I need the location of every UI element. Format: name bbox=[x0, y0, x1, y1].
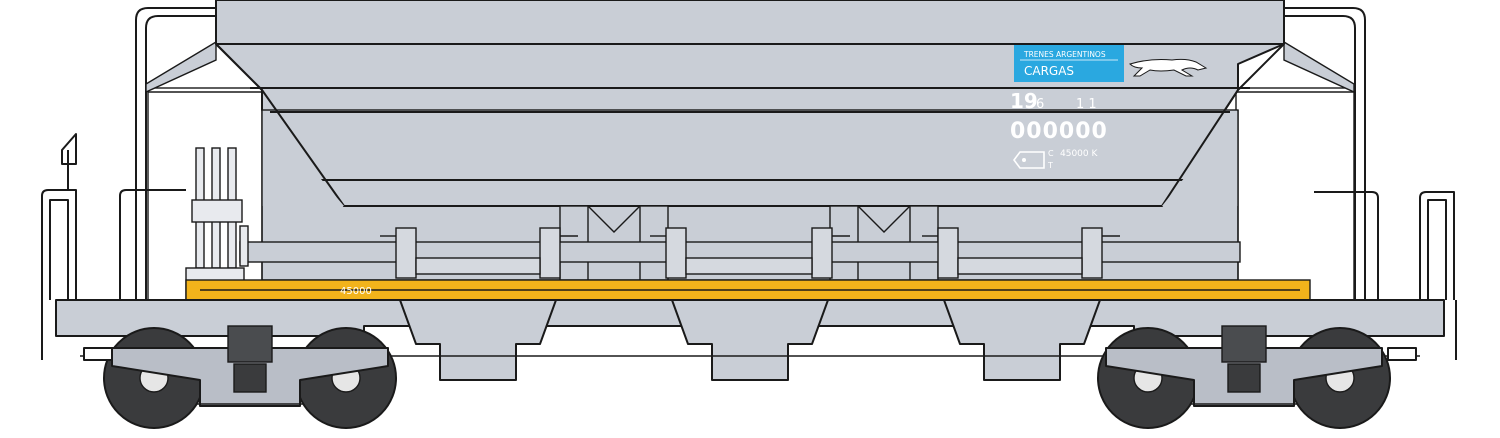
side-ladder-right bbox=[1314, 191, 1455, 300]
end-handrail-right bbox=[1282, 7, 1366, 300]
bogie-left bbox=[103, 325, 397, 429]
hand-brake-flag bbox=[61, 133, 77, 165]
top-brace-left bbox=[145, 40, 217, 94]
discharge-gate-1 bbox=[380, 227, 578, 279]
coupler-left bbox=[83, 347, 113, 361]
hopper-body bbox=[215, 0, 1285, 281]
logo-line2: CARGAS bbox=[1024, 64, 1074, 78]
capacity-value: 45000 K bbox=[1060, 149, 1098, 159]
sill-capacity-text: 45000 bbox=[340, 286, 372, 297]
class-code-small: 6 bbox=[1036, 97, 1044, 112]
discharge-gate-2 bbox=[650, 227, 850, 279]
end-wall-right bbox=[1235, 87, 1355, 301]
class-code-big: 19 bbox=[1010, 89, 1038, 113]
end-handrail-left bbox=[135, 7, 218, 300]
side-ladder-left bbox=[41, 189, 186, 300]
brand-logo: TRENES ARGENTINOS CARGAS bbox=[1014, 45, 1208, 82]
coupler-right bbox=[1387, 347, 1417, 361]
top-brace-right bbox=[1283, 40, 1355, 94]
greyhound-icon bbox=[1129, 58, 1208, 77]
logo-line1: TRENES ARGENTINOS bbox=[1023, 50, 1106, 59]
class-code-suffix: 1 1 bbox=[1076, 97, 1097, 112]
capacity-c-label: C bbox=[1048, 149, 1054, 158]
outlet-chutes bbox=[399, 299, 1101, 381]
load-tag-icon bbox=[1013, 151, 1045, 169]
discharge-gate-3 bbox=[922, 227, 1120, 279]
wagon-number: 000000 bbox=[1010, 119, 1108, 144]
bogie-right bbox=[1097, 325, 1391, 429]
wagon-markings: 19 6 1 1 000000 C T 45000 K bbox=[1010, 89, 1108, 170]
capacity-t-label: T bbox=[1047, 161, 1053, 170]
logo-box bbox=[1014, 45, 1124, 82]
